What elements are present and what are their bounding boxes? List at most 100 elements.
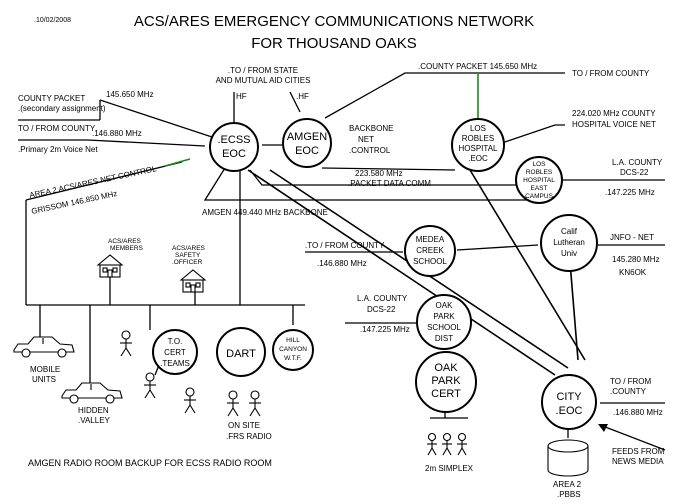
freq-147225-left: .147.225 MHz: [360, 325, 410, 334]
person-icon: [442, 432, 452, 456]
node-label: CANYON: [279, 346, 307, 353]
la-county-right-1: L.A. COUNTY: [612, 158, 663, 167]
county-packet-left-1: COUNTY PACKET: [18, 94, 85, 103]
person-icon: [457, 432, 467, 456]
backbone-net-3: .CONTROL: [349, 146, 391, 155]
packet-data-1: 223.580 MHz: [355, 169, 403, 178]
node-label: EOC: [295, 145, 319, 157]
area2-green-tip: [164, 158, 191, 167]
freq-145650-left: 145.650 MHz: [106, 90, 154, 99]
freq-146880-medea: .146.880 MHz: [317, 259, 367, 268]
node-label: OAK: [434, 362, 458, 374]
node-label: LOS: [470, 124, 486, 133]
calif-to-city: [569, 261, 579, 361]
feeds-arrow-line: [599, 424, 666, 451]
freq-145280: 145.280 MHz: [612, 255, 660, 264]
members-2: MEMBERS: [110, 245, 144, 252]
amgen-backbone: AMGEN 449.440 MHz BACKBONE: [202, 208, 328, 217]
node-hill-canyon[interactable]: HILL CANYON W.T.F.: [272, 329, 314, 371]
node-label: HOSPITAL: [523, 177, 555, 184]
to-from-county-left-1: TO / FROM COUNTY: [18, 124, 96, 133]
node-label: DART: [226, 348, 256, 360]
house-icon: [179, 269, 207, 293]
feeds-arrowhead: [598, 424, 608, 432]
node-calif-lutheran[interactable]: Calif Lutheran Univ: [540, 214, 598, 272]
to-from-county-left-2: .Primary 2m Voice Net: [18, 145, 98, 154]
node-label: AMGEN: [287, 131, 327, 143]
hidden-valley-2: .VALLEY: [78, 416, 111, 425]
node-ecss-eoc[interactable]: .ECSS EOC: [209, 122, 259, 172]
on-site-2: .FRS RADIO: [226, 432, 272, 441]
safety-3: .OFFICER: [172, 259, 203, 266]
node-label: .EOC: [556, 405, 583, 417]
medea-calif-line: [456, 244, 539, 251]
node-label: Calif: [561, 227, 578, 236]
node-oak-park-cert[interactable]: OAK PARK CERT: [415, 351, 477, 413]
hf-label-1: HF: [236, 92, 247, 101]
person-icon: [427, 432, 437, 456]
node-city-eoc[interactable]: CITY .EOC: [541, 374, 597, 430]
node-los-robles-east[interactable]: LOS ROBLES HOSPITAL EAST CAMPUS: [515, 156, 563, 204]
node-label: PARK: [433, 312, 455, 321]
amgen-backbone-line: [203, 167, 530, 201]
node-label: HOSPITAL: [459, 144, 499, 153]
node-label: LOS: [532, 161, 546, 168]
packet-data-bus: [249, 169, 495, 186]
node-label: CREEK: [416, 246, 444, 255]
person-icon: [227, 390, 239, 417]
mobile-2: UNITS: [32, 375, 56, 384]
feeds-news-2: NEWS MEDIA: [612, 457, 664, 466]
node-label: ROBLES: [462, 134, 494, 143]
members-1: ACS/ARES: [108, 238, 142, 245]
node-cert-teams[interactable]: T.O. CERT .TEAMS: [152, 329, 198, 375]
node-label: CITY: [556, 391, 582, 403]
county-packet-top: .COUNTY PACKET 145.650 MHz: [418, 62, 537, 71]
person-icon: [120, 330, 132, 357]
node-label: .TEAMS: [160, 359, 190, 368]
pbbs-2: .PBBS: [557, 490, 581, 499]
to-from-county-city-1: TO / FROM: [610, 377, 652, 386]
node-label: CAMPUS: [525, 193, 553, 200]
date-label: .10/02/2008: [34, 17, 71, 24]
to-from-county-medea: .TO / FROM COUNTY: [305, 241, 385, 250]
two-m-simplex: 2m SIMPLEX: [425, 464, 474, 473]
node-label: W.T.F.: [284, 355, 302, 362]
node-label: SCHOOL: [427, 323, 461, 332]
state-aid-1: .TO / FROM STATE: [228, 66, 298, 75]
freq-146880-city: .146.880 MHz: [613, 408, 663, 417]
node-oak-park-school[interactable]: OAK PARK SCHOOL DIST: [416, 294, 472, 350]
node-label: DIST: [435, 334, 453, 343]
mobile-1: MOBILE: [30, 365, 60, 374]
hospital-net-line: [501, 124, 565, 144]
to-from-county-city-2: .COUNTY: [610, 387, 647, 396]
freq-147225-right: .147.225 MHz: [605, 188, 655, 197]
rail-left: [247, 169, 556, 376]
county-packet-left-2: .(secondary assignment): [18, 104, 106, 113]
la-county-left-2: DCS-22: [367, 305, 396, 314]
safety-2: SAFETY: [175, 252, 201, 259]
node-dart[interactable]: DART: [216, 327, 266, 377]
node-label: Univ: [561, 249, 577, 258]
node-amgen-eoc[interactable]: AMGEN EOC: [282, 118, 332, 168]
node-label: .ECSS: [217, 134, 250, 146]
state-aid-2: AND MUTUAL AID CITIES: [216, 76, 311, 85]
backbone-net-2: NET: [358, 135, 374, 144]
node-los-robles-eoc[interactable]: LOS ROBLES HOSPITAL .EOC: [451, 118, 505, 172]
kn6ok-label: KN6OK: [619, 268, 647, 277]
feeds-news-1: FEEDS FROM: [612, 447, 665, 456]
node-label: CERT: [164, 348, 186, 357]
database-icon: [547, 439, 589, 477]
node-label: EAST: [531, 185, 548, 192]
los-robles-to-city: [469, 169, 586, 361]
node-label: PARK: [431, 375, 461, 387]
title-line-1: ACS/ARES EMERGENCY COMMUNICATIONS NETWOR…: [134, 13, 534, 30]
node-medea-creek[interactable]: MEDEA CREEK SCHOOL: [404, 225, 456, 277]
node-label: Lutheran: [553, 238, 585, 247]
amgen-los-robles-line: [321, 167, 456, 171]
la-county-left-1: L.A. COUNTY: [357, 294, 408, 303]
person-icon: [249, 390, 261, 417]
backbone-net-1: BACKBONE: [349, 124, 393, 133]
node-label: MEDEA: [416, 235, 445, 244]
hospital-net-2: HOSPITAL VOICE NET: [572, 120, 656, 129]
